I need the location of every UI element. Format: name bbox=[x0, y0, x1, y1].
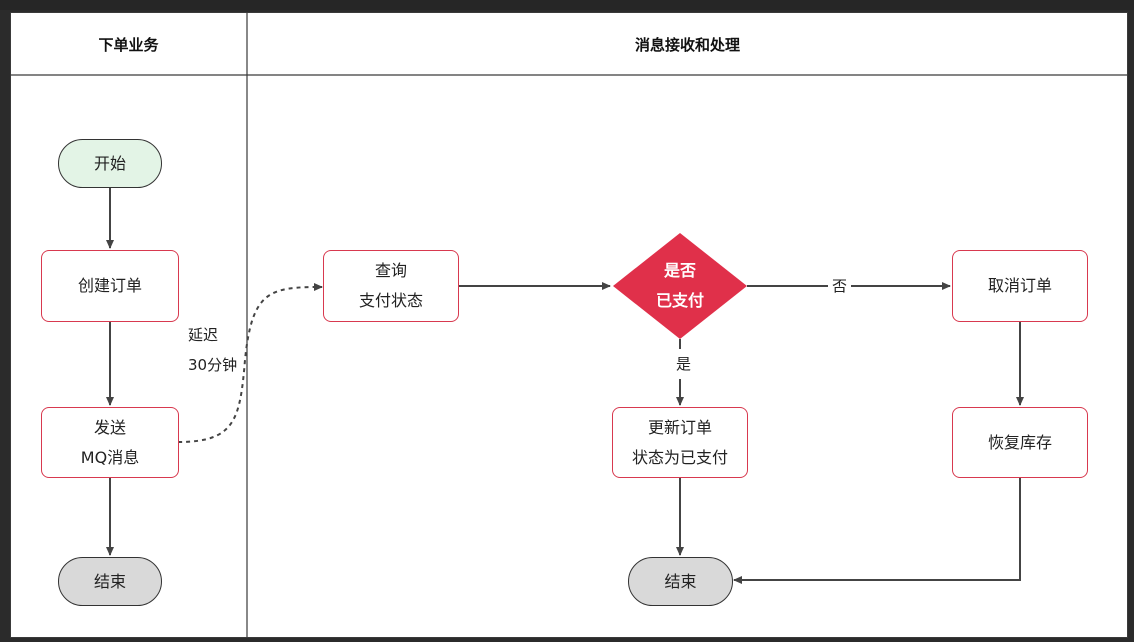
start-label: 开始 bbox=[93, 153, 126, 173]
swimlane-frame bbox=[10, 12, 1128, 638]
update-label-line1: 更新订单 bbox=[647, 417, 712, 437]
decision-label-line1: 是否 bbox=[663, 261, 696, 280]
restore-stock-node: 恢复库存 bbox=[952, 407, 1088, 478]
no-edge-label: 否 bbox=[828, 271, 852, 301]
delay-label-line1: 延迟 bbox=[188, 326, 219, 344]
yes-edge-label: 是 bbox=[673, 349, 695, 379]
lane-title-message: 消息接收和处理 bbox=[634, 35, 740, 54]
lane-title-order: 下单业务 bbox=[98, 35, 159, 54]
restore-stock-label: 恢复库存 bbox=[987, 432, 1052, 452]
decision-diamond bbox=[613, 233, 747, 339]
cancel-order-node: 取消订单 bbox=[952, 250, 1088, 322]
create-order-node: 创建订单 bbox=[41, 250, 179, 322]
create-order-label: 创建订单 bbox=[77, 276, 142, 295]
update-order-node: 更新订单 状态为已支付 bbox=[612, 407, 748, 478]
query-label-line1: 查询 bbox=[374, 261, 407, 280]
send-mq-node: 发送 MQ消息 bbox=[41, 407, 179, 478]
update-label-line2: 状态为已支付 bbox=[631, 447, 728, 467]
delay-label: 延迟 30分钟 bbox=[188, 320, 237, 380]
window-top-bar bbox=[0, 0, 1134, 10]
decision-label-line2: 已支付 bbox=[655, 291, 704, 310]
end-node-right: 结束 bbox=[628, 557, 733, 606]
delay-label-line2: 30分钟 bbox=[188, 356, 238, 374]
end-right-label: 结束 bbox=[664, 571, 697, 591]
end-node-left: 结束 bbox=[58, 557, 162, 606]
arrow-restore-to-end bbox=[733, 478, 1021, 584]
decision-label: 是否 已支付 bbox=[613, 253, 747, 319]
send-mq-label-line2: MQ消息 bbox=[80, 447, 140, 467]
arrow-send-to-query-delayed bbox=[177, 283, 323, 443]
cancel-order-label: 取消订单 bbox=[987, 276, 1052, 295]
start-node: 开始 bbox=[58, 139, 162, 188]
query-payment-node: 查询 支付状态 bbox=[323, 250, 459, 322]
send-mq-label-line1: 发送 bbox=[93, 417, 126, 437]
end-left-label: 结束 bbox=[93, 571, 126, 591]
query-label-line2: 支付状态 bbox=[358, 291, 423, 310]
